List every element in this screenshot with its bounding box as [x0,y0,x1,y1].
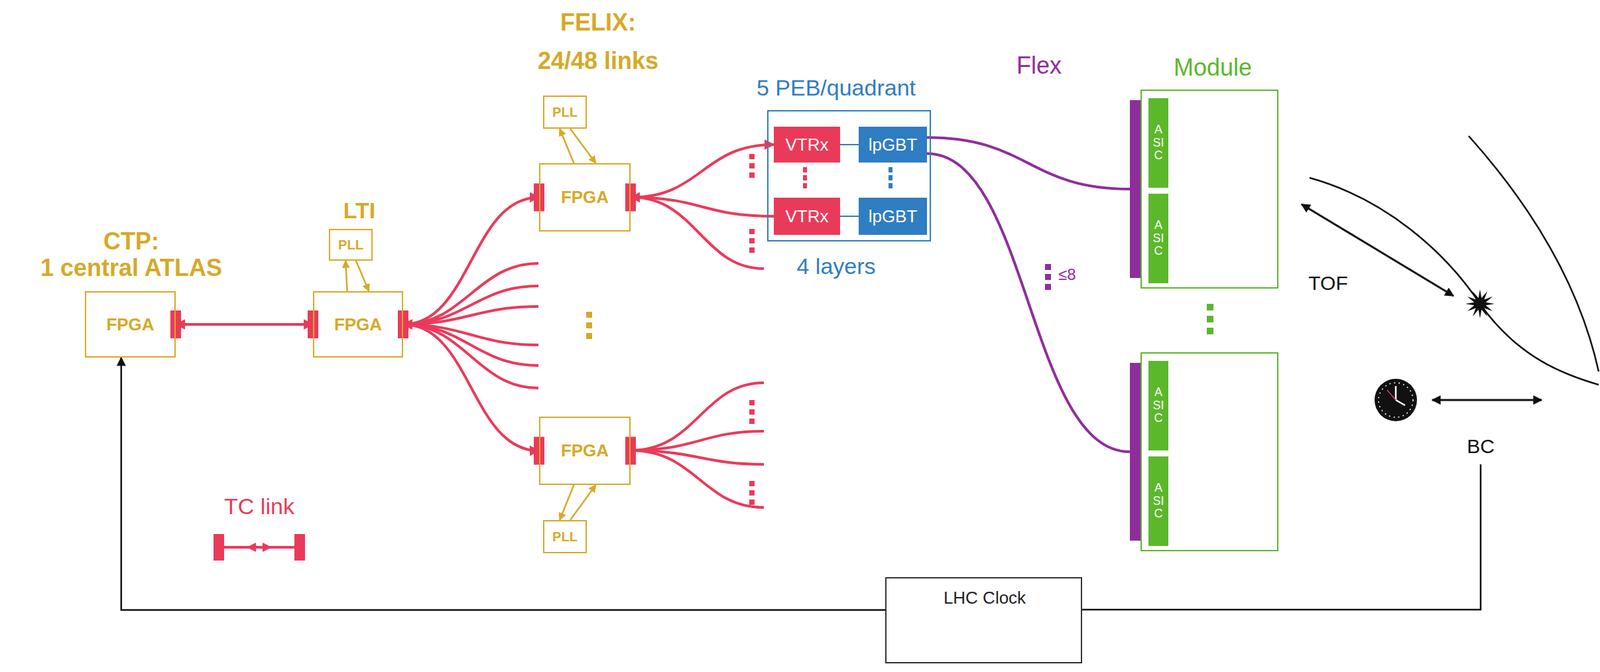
tc-link-sample [213,533,306,561]
node-text: FPGA [334,314,382,335]
clock-box: LHC Clock [885,576,1083,664]
flex-connector [1129,100,1141,278]
connector [175,322,313,326]
blue-dots [888,167,893,189]
decoration [170,99,1264,544]
vtrx-box: VTRx [773,197,841,235]
connector [840,143,859,146]
connector [345,260,348,292]
node-text: PLL [338,237,364,253]
vtrx-box: VTRx [773,126,841,163]
connector [630,197,774,217]
pll-box: PLL [543,95,587,129]
node-text: 1 central ATLAS [40,254,223,282]
connector [403,197,540,325]
asic-box: ASIC [1148,456,1169,546]
collision-star [1465,289,1495,319]
node-text: FELIX: [560,9,636,36]
node-text: 5 PEB/quadrant [756,74,916,101]
label: TOF [1308,271,1348,295]
purple-dots [1045,263,1051,290]
connector [559,484,574,520]
particle-tracks [1309,135,1599,385]
node-text: 24/48 links [537,47,659,75]
clock-icon [1374,378,1417,422]
node-text: PLL [552,104,578,121]
node-text: LTI [343,197,376,223]
red-dots [749,153,755,505]
node-text: FPGA [560,440,609,461]
green-dots [1206,303,1214,335]
pll-box: PLL [543,519,587,554]
connector [840,215,859,217]
node-text: CTP: [103,228,160,255]
node-text: ASIC [1152,481,1165,521]
connector [926,153,1130,453]
node-text: lpGBT [868,206,918,227]
node-text: ASIC [1152,385,1165,426]
node-text: ASIC [1152,123,1165,163]
legend-text: TC link [224,493,295,520]
node-text: VTRx [785,206,829,227]
node-text: FPGA [106,314,154,335]
asic-box: ASIC [1148,193,1169,284]
node-text: FPGA [560,186,609,208]
fpga-box: LTIFPGA [312,291,404,358]
peb-box: 5 PEB/quadrant4 layersVTRxlpGBTVTRxlpGBT [767,110,931,242]
label: ≤8 [1058,265,1077,284]
connector [121,357,886,610]
flex-connector [1129,362,1141,541]
pll-box: PLL [328,228,373,261]
node-text: PLL [552,529,578,545]
connector [630,144,774,198]
node-text: lpGBT [868,134,918,156]
module-box: ModuleASICASIC [1140,89,1279,289]
label: Flex [1016,51,1062,80]
lpgbt-box: lpGBT [858,197,927,235]
node-text: LHC Clock [943,587,1026,608]
link-pad [625,436,636,465]
asic-box: ASIC [1148,360,1169,451]
node-text: 4 layers [796,253,876,279]
fpga-box: FELIX:24/48 linksFPGA [539,163,631,232]
tof-arrow [1301,204,1454,296]
lpgbt-box: lpGBT [858,126,927,163]
connector [356,260,369,292]
node-text: ASIC [1152,218,1165,258]
fpga-box: FPGA [539,416,631,485]
connector [559,128,574,164]
connector [570,484,597,520]
gold-dots [586,311,593,339]
bc-arrow [1432,399,1542,402]
connector [570,128,597,164]
asic-box: ASIC [1148,98,1169,188]
node-text: Module [1173,54,1252,81]
module-box: ASIC ASIC [1140,352,1279,552]
connector [403,324,540,451]
node-text: VTRx [785,134,829,156]
label: BC [1466,434,1495,458]
dangling-links [403,196,764,508]
fpga-box: CTP:1 central ATLASFPGA [84,291,176,358]
red-dots [802,167,807,189]
